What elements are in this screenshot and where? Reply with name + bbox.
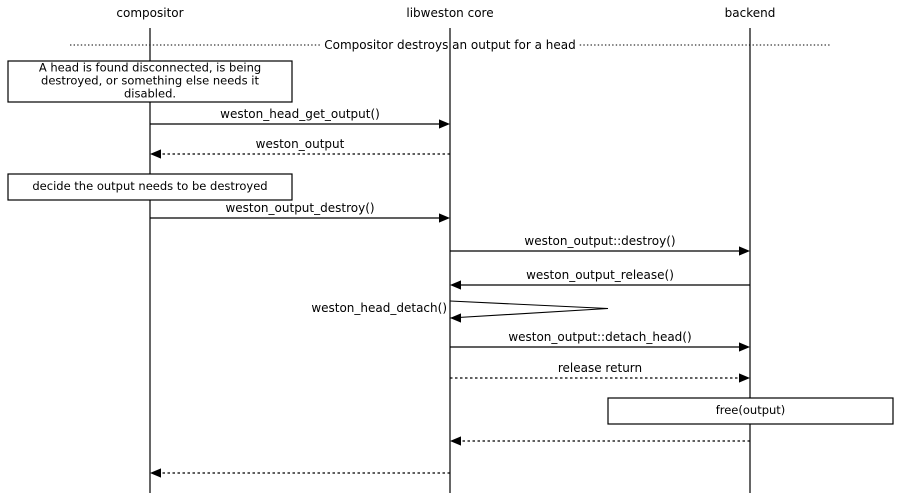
msg-weston-head-detach[interactable]: weston_head_detach() xyxy=(311,300,609,323)
msg-release-return-label: release return xyxy=(558,361,642,375)
msg-libweston-return-arrowhead xyxy=(150,468,161,478)
msg-weston-output-destroy-vfunc-label: weston_output::destroy() xyxy=(524,234,675,248)
lifeline-label-backend: backend xyxy=(725,6,776,20)
msg-weston-output-destroy-label: weston_output_destroy() xyxy=(225,201,374,215)
msg-weston-head-get-output-label: weston_head_get_output() xyxy=(220,107,380,121)
note-head-disconnected-line-1: destroyed, or something else needs it xyxy=(41,74,259,88)
note-free-output-box xyxy=(607,397,894,425)
msg-release-return-arrowhead xyxy=(739,373,750,383)
messages-layer: weston_head_get_output() weston_outputwes… xyxy=(150,107,750,478)
note-decide-destroy-line-0: decide the output needs to be destroyed xyxy=(32,179,267,193)
lifeline-headers-layer: compositor libweston core backend xyxy=(116,6,775,20)
msg-weston-output-return-arrowhead xyxy=(150,149,161,159)
msg-weston-output-return[interactable]: weston_output xyxy=(150,137,450,159)
msg-weston-output-release-arrowhead xyxy=(450,280,461,290)
msg-weston-output-destroy-arrowhead xyxy=(439,213,450,223)
msg-weston-output-return-label: weston_output xyxy=(256,137,345,151)
note-free-output: free(output) xyxy=(607,397,894,425)
msg-backend-return-arrowhead xyxy=(450,436,461,446)
msg-libweston-return[interactable] xyxy=(150,468,450,478)
msg-weston-output-detach-head-arrowhead xyxy=(739,342,750,352)
msg-weston-head-detach-label: weston_head_detach() xyxy=(311,301,447,315)
msg-backend-return[interactable] xyxy=(450,436,750,446)
notes-layer: A head is found disconnected, is beingde… xyxy=(7,60,894,425)
msg-weston-head-detach-path xyxy=(449,300,609,319)
msg-weston-output-destroy-vfunc[interactable]: weston_output::destroy() xyxy=(450,234,750,256)
note-decide-destroy: decide the output needs to be destroyed xyxy=(7,173,293,201)
msg-weston-head-get-output[interactable]: weston_head_get_output() xyxy=(150,107,450,129)
note-head-disconnected: A head is found disconnected, is beingde… xyxy=(7,60,293,103)
note-free-output-line-0: free(output) xyxy=(716,403,786,417)
note-head-disconnected-line-0: A head is found disconnected, is being xyxy=(39,61,261,75)
separator-label: Compositor destroys an output for a head xyxy=(324,38,576,52)
lifeline-label-libweston: libweston core xyxy=(406,6,493,20)
msg-weston-output-detach-head-label: weston_output::detach_head() xyxy=(508,330,691,344)
msg-weston-output-destroy[interactable]: weston_output_destroy() xyxy=(150,201,450,223)
msg-release-return[interactable]: release return xyxy=(450,361,750,383)
separator-layer: Compositor destroys an output for a head xyxy=(70,38,830,52)
msg-weston-output-release-label: weston_output_release() xyxy=(526,268,674,282)
msg-weston-output-detach-head[interactable]: weston_output::detach_head() xyxy=(450,330,750,352)
note-head-disconnected-box xyxy=(7,60,293,103)
msg-weston-output-destroy-vfunc-arrowhead xyxy=(739,246,750,256)
note-head-disconnected-line-2: disabled. xyxy=(124,87,176,101)
msg-weston-head-get-output-arrowhead xyxy=(439,119,450,129)
note-decide-destroy-box xyxy=(7,173,293,201)
lifeline-label-compositor: compositor xyxy=(116,6,183,20)
msg-weston-head-detach-arrowhead xyxy=(450,313,461,323)
msg-weston-output-release[interactable]: weston_output_release() xyxy=(450,268,750,290)
